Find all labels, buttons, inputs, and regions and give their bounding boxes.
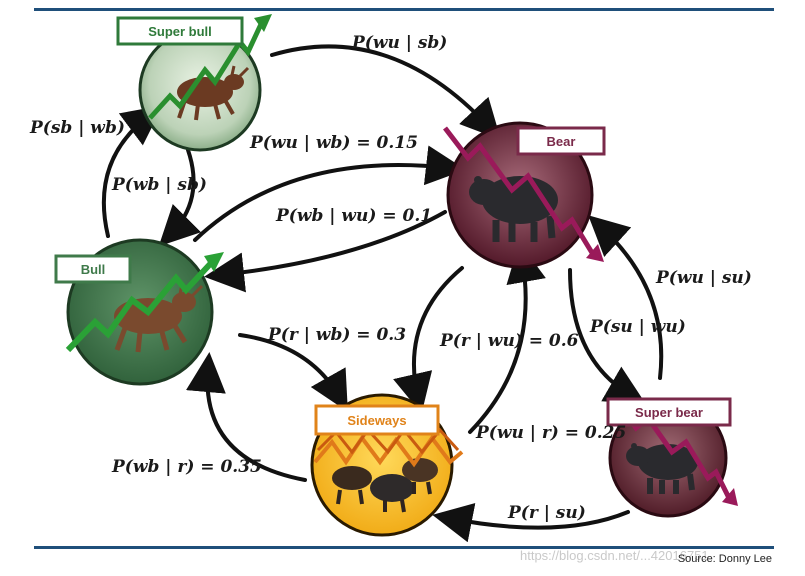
bear-icon — [469, 176, 558, 242]
arrow-superbear-to-sideways — [432, 502, 630, 543]
state-super-bull: Super bull — [116, 14, 272, 152]
downtrend-arrow-icon — [443, 126, 597, 258]
arrow-sideways-to-bear — [468, 242, 546, 434]
edge-label-sb-to-bear: P(wu | sb) — [351, 33, 447, 53]
edge-label-bull-to-sideways: P(r | wb) = 0.3 — [267, 325, 406, 345]
bear-label: Bear — [547, 134, 576, 149]
edge-label-bull-to-bear: P(wu | wb) = 0.15 — [249, 133, 418, 153]
arrow-sb-to-bull — [158, 148, 202, 247]
sideways-tag — [314, 404, 440, 436]
super-bear-tag — [606, 397, 732, 427]
edge-label-superbear-to-bear: P(wu | su) — [655, 268, 752, 288]
edge-labels: P(wu | sb) P(sb | wb) P(wb | sb) P(wu | … — [29, 33, 752, 523]
arrow-superbear-to-bear — [588, 215, 664, 380]
bottom-rule — [34, 546, 774, 549]
edge-label-sideways-to-bull: P(wb | r) = 0.35 — [111, 457, 262, 477]
bear-tag — [516, 126, 606, 156]
bull-icon — [177, 65, 250, 121]
edge-label-bear-to-superbear: P(su | wu) — [589, 317, 686, 337]
edge-label-superbear-to-sideways: P(r | su) — [507, 503, 586, 523]
arrow-bull-to-bear — [193, 145, 466, 242]
mixed-herd-icon — [332, 458, 438, 513]
top-rule — [34, 8, 774, 11]
state-sideways: Sideways — [310, 393, 464, 537]
super-bull-label: Super bull — [148, 24, 212, 39]
arrow-sideways-to-bull — [186, 352, 307, 482]
uptrend-arrow-icon — [65, 259, 215, 353]
sideways-label: Sideways — [347, 413, 406, 428]
bear-icon — [626, 443, 698, 494]
bull-tag — [54, 254, 132, 284]
edge-label-bull-to-sb: P(sb | wb) — [29, 118, 125, 138]
source-credit: Source: Donny Lee — [678, 553, 772, 565]
state-super-bear: Super bear — [606, 397, 738, 518]
edge-label-sb-to-bull: P(wb | sb) — [111, 175, 207, 195]
state-bear: Bear — [443, 121, 606, 269]
transition-arrows — [101, 44, 664, 543]
state-bull: Bull — [54, 238, 224, 386]
bull-label: Bull — [81, 262, 106, 277]
arrow-bull-to-sideways — [238, 333, 348, 412]
arrow-bear-to-sideways — [393, 266, 464, 414]
watermark: https://blog.csdn.net/...42016751 — [520, 548, 709, 563]
arrow-sb-to-bear — [270, 44, 501, 140]
arrow-bull-to-sb — [101, 105, 163, 238]
edge-label-bear-to-bull: P(wb | wu) = 0.1 — [275, 206, 432, 226]
arrow-bear-to-superbear — [568, 268, 646, 405]
edge-label-bear-to-sideways: P(r | wu) = 0.6 — [439, 331, 579, 351]
super-bear-label: Super bear — [635, 405, 703, 420]
bull-icon — [114, 283, 204, 353]
edge-label-sideways-to-bear: P(wu | r) = 0.25 — [475, 423, 626, 443]
super-bull-tag — [116, 16, 244, 46]
arrow-bear-to-bull — [204, 210, 447, 293]
uptrend-arrow-icon — [148, 20, 265, 120]
